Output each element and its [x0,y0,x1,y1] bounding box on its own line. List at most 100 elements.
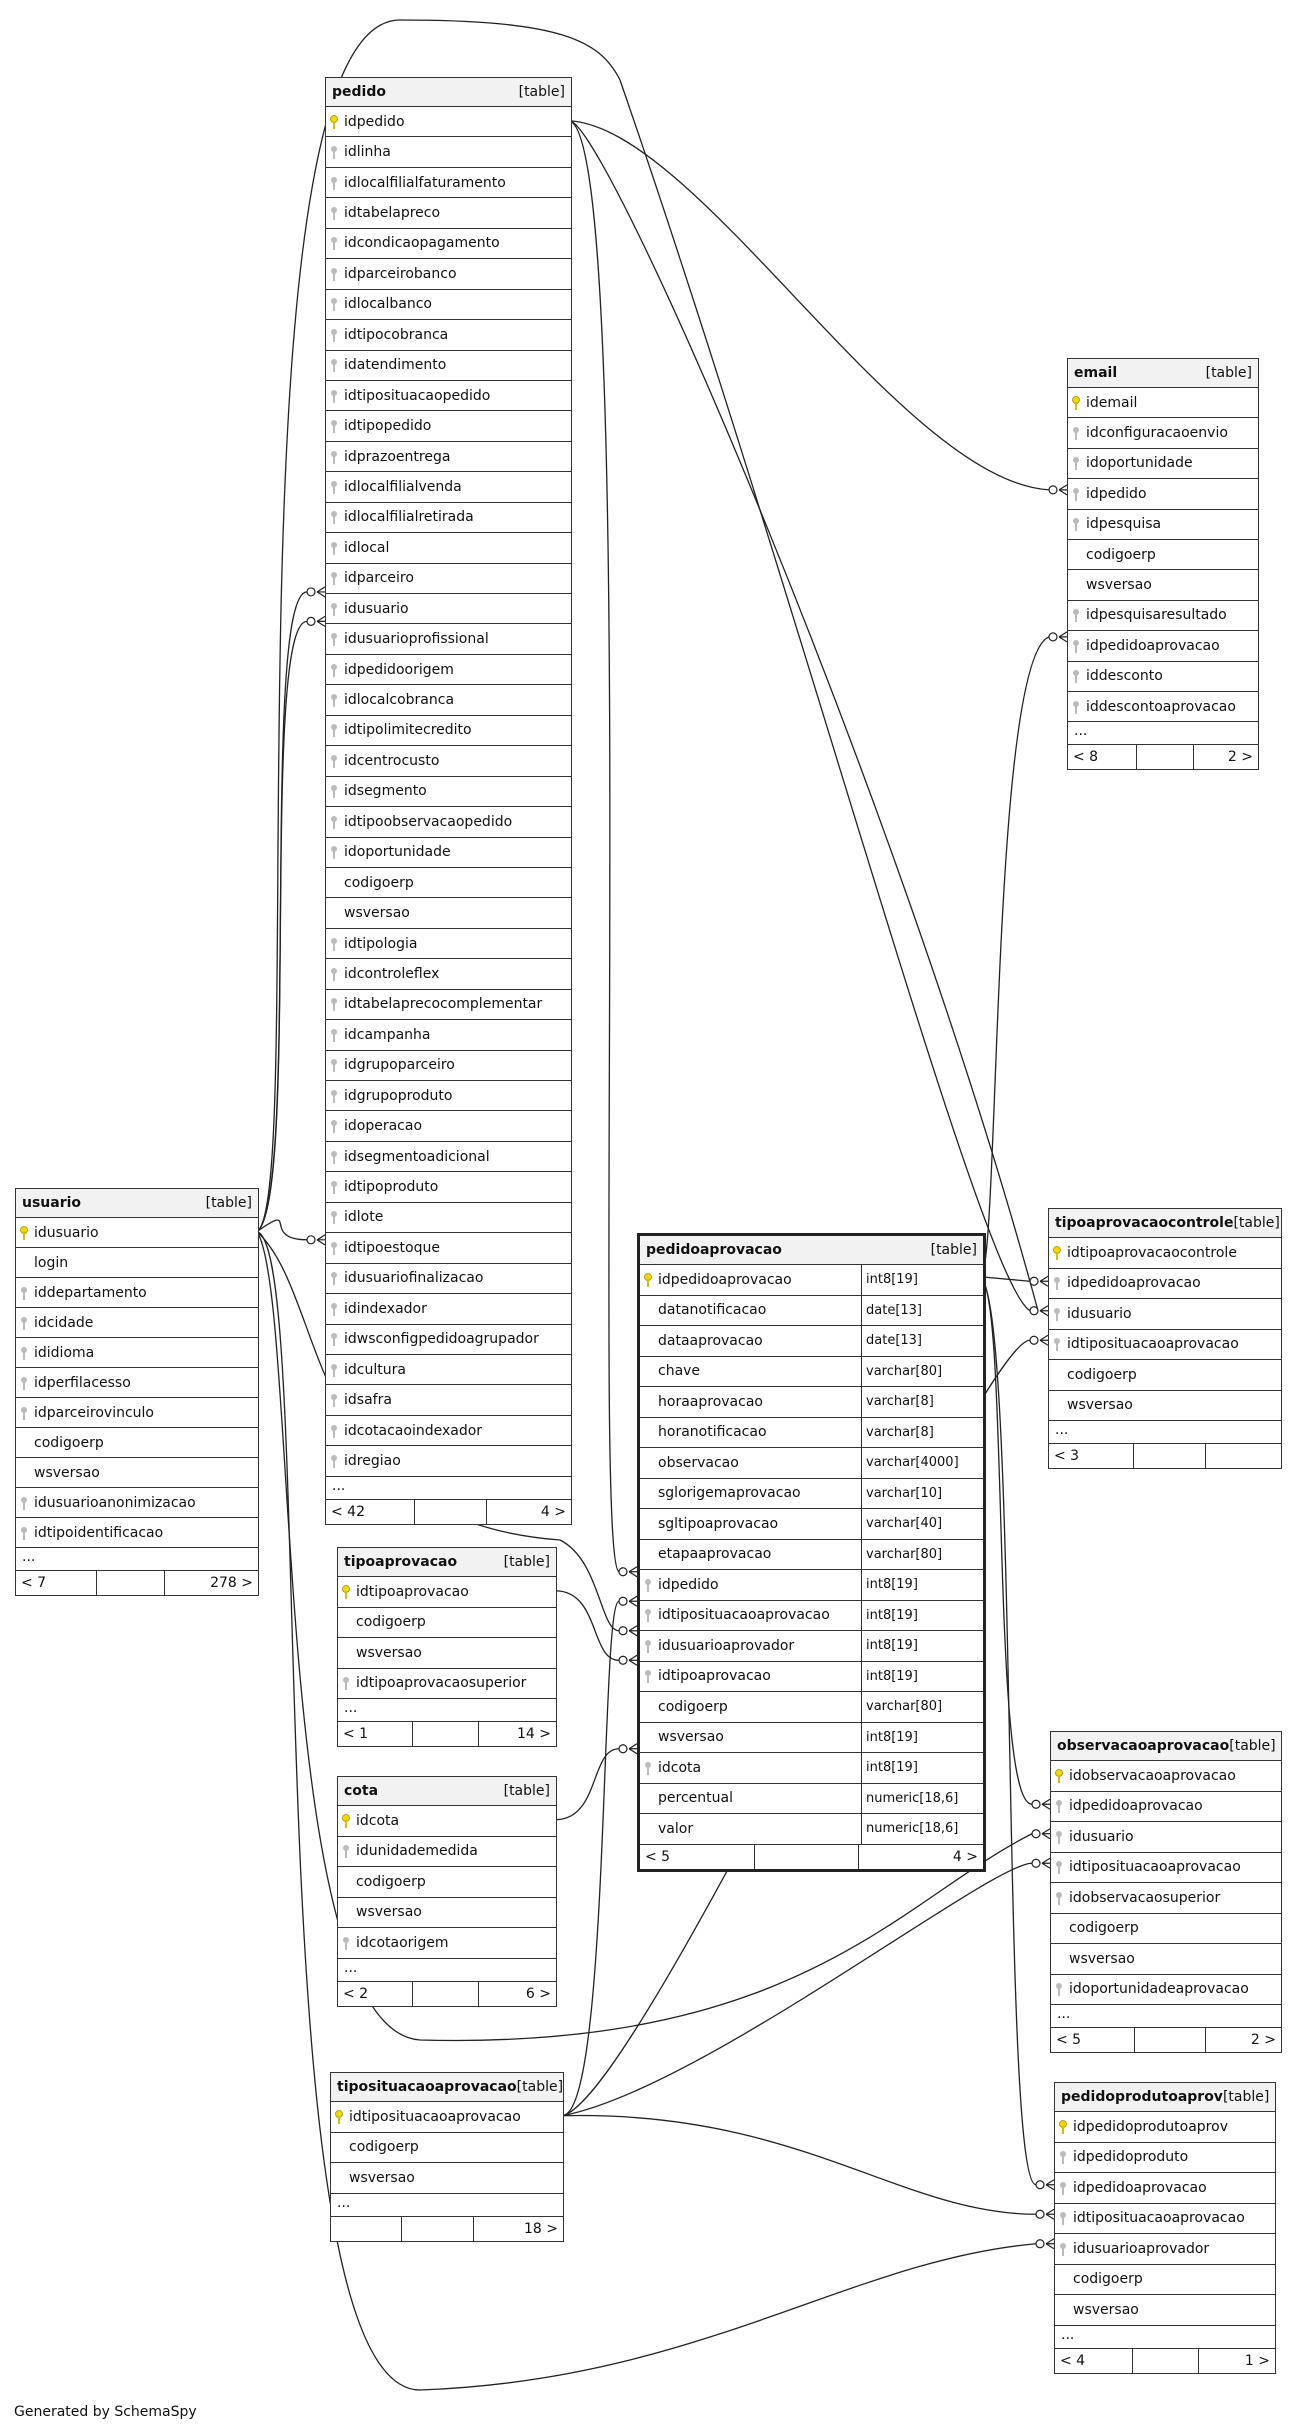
column-row[interactable]: idpedidoaprovacao [1055,2173,1275,2204]
table-tipoaprovacaocontrole[interactable]: tipoaprovacaocontrole[table]idtipoaprova… [1048,1208,1282,1469]
column-row[interactable]: idpesquisa [1068,510,1258,540]
column-row[interactable]: idregiao [326,1446,571,1477]
column-row[interactable]: idcotaorigem [338,1928,556,1959]
children-count[interactable]: 4 > [540,1503,566,1520]
column-row[interactable]: idtipoidentificacao [16,1518,258,1548]
table-observacaoaprovacao[interactable]: observacaoaprovacao[table]idobservacaoap… [1050,1731,1282,2053]
column-row[interactable]: idtipolimitecredito [326,716,571,747]
column-row[interactable]: idtipologia [326,929,571,960]
column-row[interactable]: idlocalfilialvenda [326,472,571,503]
column-row[interactable]: ididioma [16,1338,258,1368]
more-columns-ellipsis[interactable]: ... [1068,722,1258,746]
column-row[interactable]: idprazoentrega [326,442,571,473]
column-row[interactable]: idusuario [1049,1299,1281,1330]
table-name[interactable]: pedidoaprovacao [646,1242,782,1258]
column-row[interactable]: iddescontoaprovacao [1068,692,1258,723]
column-row[interactable]: idusuario [1051,1822,1281,1853]
parents-count[interactable]: < 5 [640,1844,756,1869]
column-row[interactable]: idemail [1068,388,1258,419]
column-row[interactable]: idtiposituacaoaprovacao [1049,1330,1281,1360]
parents-count[interactable]: < 1 [338,1722,413,1746]
column-row[interactable]: idperfilacesso [16,1368,258,1398]
column-row[interactable]: idtipopedido [326,411,571,442]
column-row[interactable]: wsversao [1068,570,1258,601]
column-row[interactable]: codigoerp [338,1608,556,1638]
column-row[interactable]: idtabelaprecocomplementar [326,990,571,1021]
column-row[interactable]: codigoerp [1068,540,1258,571]
column-row[interactable]: wsversao [1049,1391,1281,1421]
column-row[interactable]: idatendimento [326,351,571,381]
column-row[interactable]: idtipoaprovacaocontrole [1049,1238,1281,1269]
column-row[interactable]: idusuarioanonimizacao [16,1488,258,1518]
table-name[interactable]: usuario [22,1195,82,1211]
more-columns-ellipsis[interactable]: ... [331,2194,563,2217]
table-name[interactable]: observacaoaprovacao [1057,1738,1230,1754]
column-row[interactable]: idsafra [326,1385,571,1416]
column-row[interactable]: idtiposituacaoaprovacao [1055,2204,1275,2234]
parents-count[interactable]: < 42 [326,1499,416,1524]
parents-count[interactable]: < 7 [16,1571,97,1595]
parents-count[interactable]: < 3 [1049,1444,1134,1468]
column-row[interactable]: idcultura [326,1355,571,1386]
column-row[interactable]: idlocalbanco [326,290,571,321]
children-count[interactable]: 14 > [516,1726,551,1742]
table-name[interactable]: tipoaprovacao [344,1554,458,1570]
column-row[interactable]: idtipocobranca [326,320,571,351]
column-row[interactable]: idtiposituacaoaprovacao [1051,1853,1281,1883]
children-count[interactable]: 2 > [1250,2032,1276,2048]
column-row[interactable]: idusuarioaprovador [1055,2234,1275,2265]
column-row[interactable]: codigoerp [16,1428,258,1458]
column-row[interactable]: idcondicaopagamento [326,229,571,260]
parents-count[interactable]: < 2 [338,1981,413,2006]
column-row[interactable]: idindexador [326,1294,571,1325]
table-name[interactable]: pedidoprodutoaprov [1061,2089,1223,2105]
column-row[interactable]: idgrupoparceiro [326,1051,571,1081]
table-name[interactable]: tiposituacaoaprovacao [337,2079,517,2095]
column-row[interactable]: idparceirobanco [326,259,571,290]
column-row[interactable]: iddepartamento [16,1278,258,1308]
column-row[interactable]: idpesquisaresultado [1068,601,1258,632]
column-row[interactable]: idusuario [16,1218,258,1248]
more-columns-ellipsis[interactable]: ... [1051,2005,1281,2028]
column-row[interactable]: codigoerp [326,868,571,899]
column-row[interactable]: idlocalcobranca [326,685,571,716]
column-row[interactable]: idwsconfigpedidoagrupador [326,1325,571,1355]
column-row[interactable]: idcontroleflex [326,959,571,990]
column-row[interactable]: idpedidoprodutoaprov [1055,2112,1275,2143]
column-row[interactable]: codigoerp [331,2133,563,2163]
column-row[interactable]: idsegmentoadicional [326,1142,571,1173]
table-name[interactable]: tipoaprovacaocontrole [1055,1215,1234,1231]
children-count[interactable]: 6 > [525,1985,551,2002]
children-count[interactable]: 18 > [524,2220,558,2237]
column-row[interactable]: idgrupoproduto [326,1081,571,1112]
children-count[interactable]: 1 > [1244,2352,1270,2369]
column-row[interactable]: idpedidoaprovacao [1068,631,1258,662]
column-row[interactable]: wsversao [331,2163,563,2194]
more-columns-ellipsis[interactable]: ... [338,1699,556,1722]
column-row[interactable]: idoperacao [326,1111,571,1142]
column-row[interactable]: idcidade [16,1308,258,1338]
column-row[interactable]: idlocalfilialfaturamento [326,168,571,199]
more-columns-ellipsis[interactable]: ... [1049,1421,1281,1444]
column-row[interactable]: idconfiguracaoenvio [1068,418,1258,449]
column-row[interactable]: wsversao [338,1638,556,1669]
column-row[interactable]: login [16,1248,258,1278]
column-row[interactable]: idobservacaosuperior [1051,1883,1281,1914]
children-count[interactable]: 278 > [210,1575,253,1591]
column-row[interactable]: idusuario [326,594,571,625]
column-row[interactable]: idusuariofinalizacao [326,1264,571,1295]
column-row[interactable]: idlinha [326,137,571,168]
column-row[interactable]: idtipoestoque [326,1233,571,1264]
